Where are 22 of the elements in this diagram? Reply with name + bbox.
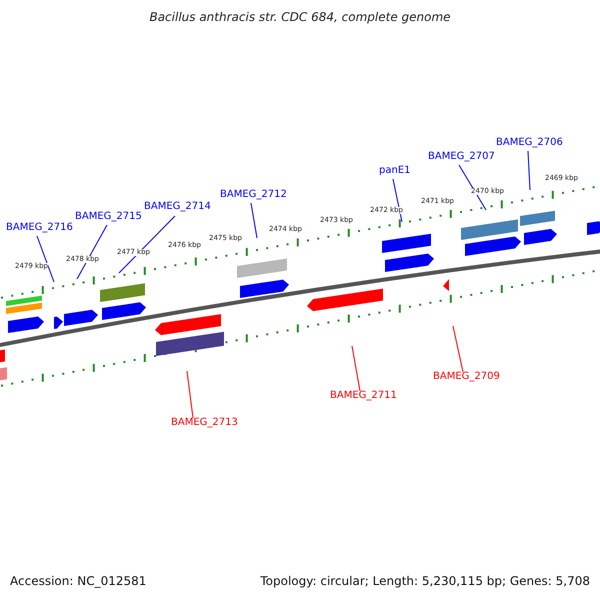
leader-line [76, 224, 108, 280]
gene-label: BAMEG_2714 [144, 202, 211, 212]
leader-line [250, 202, 258, 238]
gene-label: BAMEG_2712 [220, 190, 287, 200]
leader-line [528, 150, 530, 190]
gene-label: BAMEG_2715 [75, 212, 142, 222]
leader-line [352, 346, 360, 392]
gene-label: BAMEG_2707 [428, 152, 495, 162]
accession-text: Accession: NC_012581 [10, 575, 146, 587]
genome-summary-text: Topology: circular; Length: 5,230,115 bp; Genes: 5,708 [260, 575, 590, 587]
gene-label: BAMEG_2713 [171, 418, 238, 428]
gene-label: BAMEG_2716 [6, 223, 73, 233]
gene-label: BAMEG_2706 [496, 138, 563, 148]
gene-label: BAMEG_2709 [433, 372, 500, 382]
gene-label: panE1 [379, 166, 410, 176]
leader-line [392, 178, 402, 222]
gene-label: BAMEG_2711 [330, 391, 397, 401]
map-title: Bacillus anthracis str. CDC 684, complete genome [149, 10, 451, 24]
leader-line [186, 370, 194, 418]
leader-line [118, 216, 176, 274]
leader-line [452, 326, 464, 372]
leader-line [36, 236, 54, 282]
